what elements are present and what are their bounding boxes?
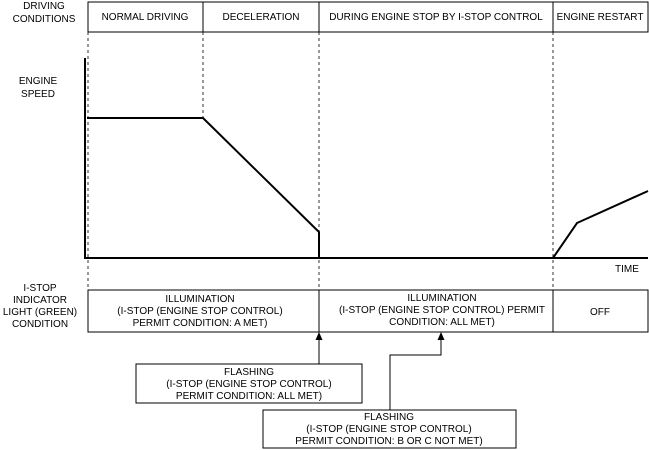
phase-normal-driving: NORMAL DRIVING [102,12,189,23]
flashing-all-line3: PERMIT CONDITION: ALL MET) [176,391,322,402]
phase-box-normal-driving [87,1,204,33]
indicator-label-line3: LIGHT (GREEN) [3,307,77,318]
illumination-all-line3: CONDITION: ALL MET) [389,317,495,328]
flashing-bc-line2: (I-STOP (ENGINE STOP CONTROL) [306,424,471,435]
flashing-bc-line3: PERMIT CONDITION: B OR C NOT MET) [295,436,482,447]
indicator-label-line1: I-STOP [23,283,56,294]
indicator-box-illumination-all [318,289,554,333]
engine-speed-label-line2: SPEED [21,89,55,100]
callout-box-flashing-bc [262,409,517,449]
phase-box-engine-stop [318,1,554,33]
indicator-box-off [552,289,649,333]
engine-speed-curve-running [87,117,320,258]
illumination-a-line3: PERMIT CONDITION: A MET) [133,318,268,329]
illumination-a-line2: (I-STOP (ENGINE STOP CONTROL) [117,306,282,317]
indicator-box-illumination-a [87,289,320,333]
indicator-label-line2: INDICATOR [13,295,67,306]
indicator-off-text: OFF [590,307,610,318]
flashing-all-line2: (I-STOP (ENGINE STOP CONTROL) [166,379,331,390]
engine-speed-label-line1: ENGINE [19,76,58,87]
arrow-shaft-flashing-bc [389,336,442,410]
driving-conditions-label-line2: CONDITIONS [13,14,76,25]
phase-engine-stop: DURING ENGINE STOP BY I-STOP CONTROL [329,12,543,23]
flashing-bc-title: FLASHING [364,412,414,423]
illumination-a-title: ILLUMINATION [165,294,234,305]
phase-header: NORMAL DRIVING DECELERATION DURING ENGIN… [87,1,649,33]
callout-box-flashing-all [135,363,363,404]
illumination-all-title: ILLUMINATION [407,293,476,304]
engine-speed-curve-restart [552,190,649,259]
time-axis-label: TIME [615,264,639,275]
callout-arrows [315,332,445,410]
phase-engine-restart: ENGINE RESTART [557,12,644,23]
arrowhead-flashing-all [315,332,323,340]
arrowhead-flashing-bc [437,332,445,340]
driving-conditions-label-line1: DRIVING [23,1,65,12]
indicator-label-line4: CONDITION [12,319,68,330]
phase-box-engine-restart [552,1,649,33]
phase-box-deceleration [202,1,320,33]
flashing-all-title: FLASHING [224,367,274,378]
illumination-all-line2: (I-STOP (ENGINE STOP CONTROL) PERMIT [339,305,545,316]
phase-deceleration: DECELERATION [222,12,299,23]
indicator-states: ILLUMINATION (I-STOP (ENGINE STOP CONTRO… [87,289,649,333]
phase-boundaries [87,32,554,290]
